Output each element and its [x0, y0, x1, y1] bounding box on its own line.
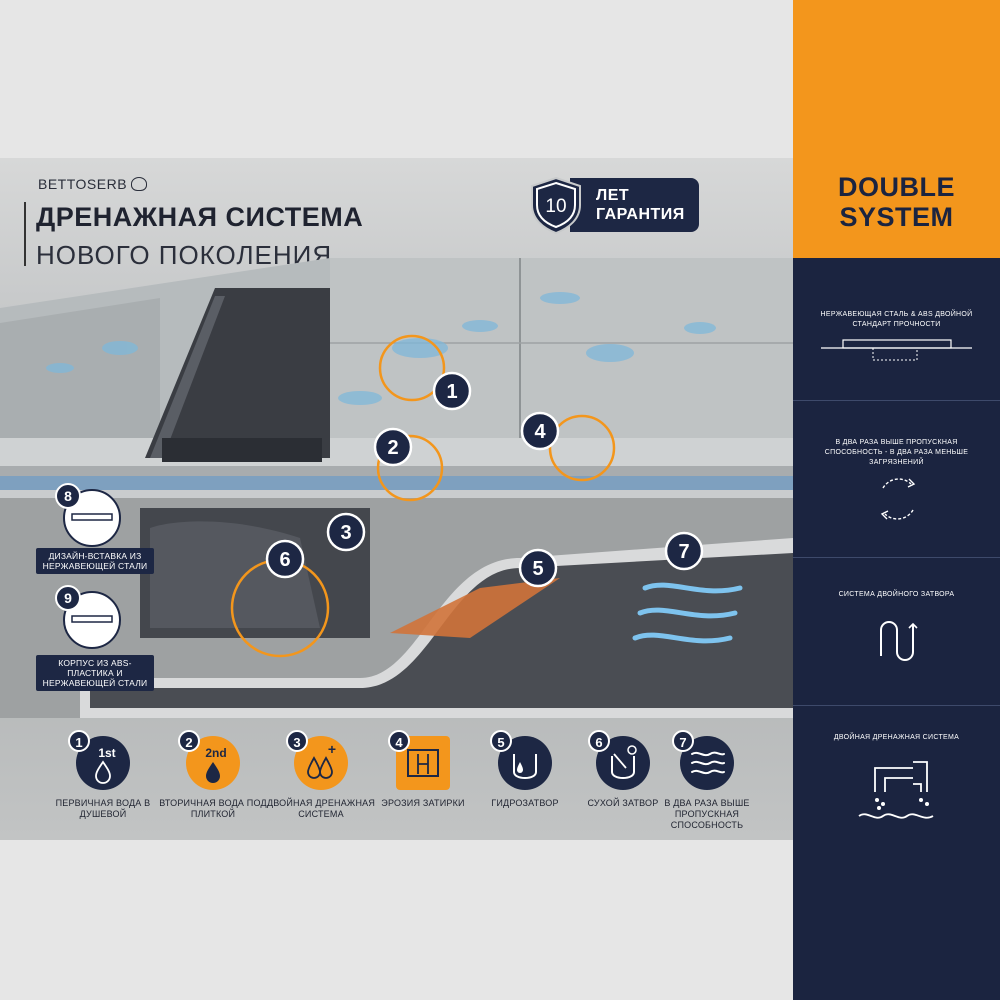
svg-text:4: 4: [534, 421, 546, 443]
grout-erosion-icon: 4: [388, 730, 450, 790]
legend-item-3: 3 + ДВОЙНАЯ ДРЕНАЖНАЯ СИСТЕМА: [266, 730, 376, 820]
tag-design-insert: ДИЗАЙН-ВСТАВКА ИЗ НЕРЖАВЕЮЩЕЙ СТАЛИ: [36, 548, 154, 574]
feature-double-drainage: ДВОЙНАЯ ДРЕНАЖНАЯ СИСТЕМА: [833, 734, 960, 741]
feature-material: НЕРЖАВЕЮЩАЯ СТАЛЬ & ABS ДВОЙНОЙ СТАНДАРТ…: [820, 311, 973, 328]
marker-6: 6: [265, 539, 305, 579]
page-title: ДРЕНАЖНАЯ СИСТЕМА: [36, 202, 364, 232]
drain-profile-icon: [821, 339, 972, 361]
feature-throughput: В ДВА РАЗА ВЫШЕ ПРОПУСКНАЯ СПОСОБНОСТЬ -…: [824, 439, 969, 466]
cycle-arrows-icon: [880, 478, 916, 520]
marker-5: 5: [518, 548, 558, 588]
flow-waves-icon: 7: [672, 730, 734, 790]
legend-item-5: 5 ГИДРОЗАТВОР: [470, 730, 580, 809]
svg-text:8: 8: [64, 488, 72, 504]
legend-item-6: 6 СУХОЙ ЗАТВОР: [568, 730, 678, 809]
brand-logo: BETTOSERB: [38, 176, 148, 192]
brand-name: BETTOSERB: [38, 176, 128, 192]
marker-1: 1: [432, 371, 472, 411]
feature-double-trap: СИСТЕМА ДВОЙНОГО ЗАТВОРА: [838, 591, 955, 598]
marker-7: 7: [664, 531, 704, 571]
double-drop-icon: 3 +: [286, 730, 348, 790]
svg-text:7: 7: [678, 541, 689, 563]
water-drop-icon: 2 2nd: [178, 730, 240, 790]
svg-text:9: 9: [64, 590, 72, 606]
brand-mark-icon: [131, 177, 148, 191]
siphon-icon: [880, 621, 918, 661]
legend-item-7: 7 В ДВА РАЗА ВЫШЕ ПРОПУСКНАЯ СПОСОБНОСТЬ: [652, 730, 762, 831]
feature-sidebar: DOUBLE SYSTEM НЕРЖАВЕЮЩАЯ СТАЛЬ & ABS ДВ…: [793, 0, 1000, 1000]
callout-8: 8: [55, 483, 121, 547]
svg-text:3: 3: [340, 522, 351, 544]
water-drop-icon: 1 1st: [68, 730, 130, 790]
water-trap-icon: 5: [490, 730, 552, 790]
svg-text:5: 5: [532, 558, 543, 580]
shield-icon: 10: [531, 176, 581, 235]
svg-text:2nd: 2nd: [205, 746, 226, 760]
sidebar-title: DOUBLE SYSTEM: [838, 172, 955, 232]
drain-cross-section: 1 2 3 4 5 6 7 8 9: [0, 258, 793, 718]
warranty-years: 10: [545, 196, 566, 217]
legend-item-4: 4 ЭРОЗИЯ ЗАТИРКИ: [368, 730, 478, 809]
callout-9: 9: [55, 585, 121, 649]
warranty-label: ЛЕТ ГАРАНТИЯ: [570, 178, 699, 232]
marker-3: 3: [326, 512, 366, 552]
marker-2: 2: [373, 427, 413, 467]
svg-text:6: 6: [279, 549, 290, 571]
marker-4: 4: [520, 411, 560, 451]
legend-item-1: 1 1st ПЕРВИЧНАЯ ВОДА В ДУШЕВОЙ: [48, 730, 158, 820]
svg-text:1st: 1st: [98, 746, 115, 760]
dry-trap-icon: 6: [588, 730, 650, 790]
page-subtitle: НОВОГО ПОКОЛЕНИЯ: [36, 240, 333, 270]
warranty-badge: 10 ЛЕТ ГАРАНТИЯ: [528, 175, 699, 235]
svg-text:+: +: [328, 741, 336, 757]
svg-text:1: 1: [446, 381, 457, 403]
legend: 1 1st ПЕРВИЧНАЯ ВОДА В ДУШЕВОЙ 2 2nd ВТО…: [0, 730, 793, 840]
tag-body-material: КОРПУС ИЗ ABS-ПЛАСТИКА И НЕРЖАВЕЮЩЕЙ СТА…: [36, 655, 154, 691]
double-pipe-icon: [858, 761, 934, 819]
legend-item-2: 2 2nd ВТОРИЧНАЯ ВОДА ПОД ПЛИТКОЙ: [158, 730, 268, 820]
svg-text:2: 2: [387, 437, 398, 459]
